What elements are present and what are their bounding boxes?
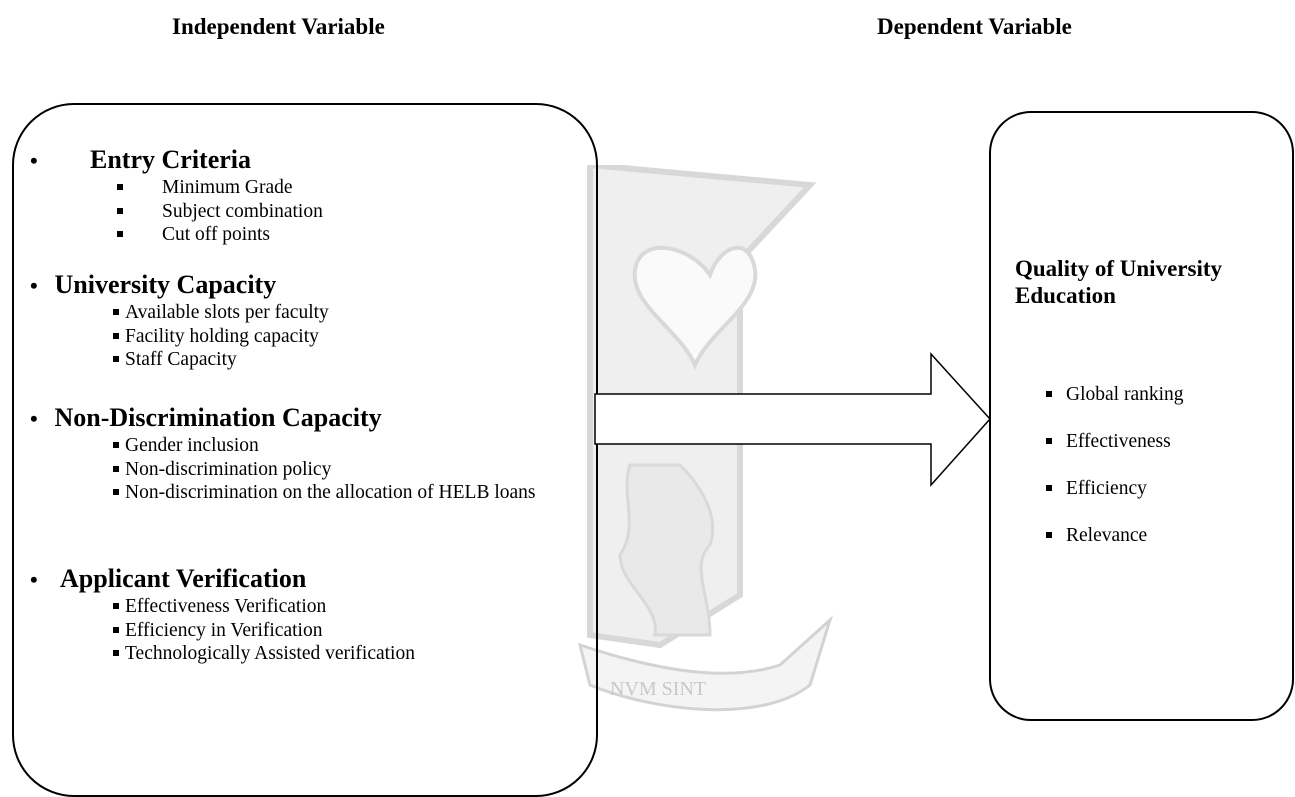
list-item: Efficiency in Verification xyxy=(30,619,415,643)
group-title: University Capacity xyxy=(54,270,277,299)
dependent-variable-heading: Dependent Variable xyxy=(877,14,1072,39)
bullet-dot: • xyxy=(30,273,38,298)
bullet-dot: • xyxy=(30,406,38,431)
square-bullet-icon xyxy=(1046,391,1052,397)
square-bullet-icon xyxy=(113,489,119,495)
square-bullet-icon xyxy=(113,626,119,633)
list-item: Non-discrimination policy xyxy=(30,458,577,482)
square-bullet-icon xyxy=(113,650,119,656)
dependent-variable-title: Quality of University Education xyxy=(1015,256,1222,308)
group-title: Entry Criteria xyxy=(90,145,252,174)
dependent-variable-list: Global ranking Effectiveness Efficiency … xyxy=(1036,383,1184,571)
list-item: Relevance xyxy=(1036,524,1184,571)
list-item: Effectiveness Verification xyxy=(30,595,415,619)
list-item: Technologically Assisted verification xyxy=(30,642,415,666)
relationship-arrow xyxy=(594,352,992,487)
list-item: Global ranking xyxy=(1036,383,1184,430)
square-bullet-icon xyxy=(113,465,119,472)
group-non-discrimination-capacity: • Non-Discrimination Capacity Gender inc… xyxy=(30,403,577,505)
list-item: Available slots per faculty xyxy=(30,301,329,325)
group-applicant-verification: • Applicant Verification Effectiveness Ve… xyxy=(30,564,415,666)
bullet-dot: • xyxy=(30,567,38,592)
list-item: Cut off points xyxy=(30,223,323,247)
dependent-variable-box xyxy=(989,111,1294,721)
square-bullet-icon xyxy=(117,184,123,190)
crest-heart xyxy=(632,245,758,371)
square-bullet-icon xyxy=(113,332,119,339)
list-item: Subject combination xyxy=(30,200,323,224)
list-item: Effectiveness xyxy=(1036,430,1184,477)
list-item: Efficiency xyxy=(1036,477,1184,524)
list-item: Non-discrimination on the allocation of … xyxy=(30,481,577,505)
list-item: Gender inclusion xyxy=(30,434,577,458)
crest-motto: NVM SINT xyxy=(610,678,706,700)
square-bullet-icon xyxy=(1046,438,1052,444)
group-entry-criteria: • Entry Criteria Minimum Grade Subject co… xyxy=(30,145,323,247)
square-bullet-icon xyxy=(113,309,119,315)
group-university-capacity: • University Capacity Available slots pe… xyxy=(30,270,329,372)
group-title: Non-Discrimination Capacity xyxy=(54,403,382,432)
crest-ribbon xyxy=(577,615,834,712)
group-title: Applicant Verification xyxy=(60,564,307,593)
square-bullet-icon xyxy=(117,207,123,214)
square-bullet-icon xyxy=(113,442,119,448)
square-bullet-icon xyxy=(1046,485,1052,491)
independent-variable-heading: Independent Variable xyxy=(172,14,385,39)
list-item: Staff Capacity xyxy=(30,348,329,372)
list-item: Facility holding capacity xyxy=(30,325,329,349)
square-bullet-icon xyxy=(1046,532,1052,538)
bullet-dot: • xyxy=(30,148,38,173)
list-item: Minimum Grade xyxy=(30,176,323,200)
crest-lion xyxy=(618,463,715,637)
square-bullet-icon xyxy=(113,356,119,362)
square-bullet-icon xyxy=(117,231,123,237)
square-bullet-icon xyxy=(113,603,119,609)
